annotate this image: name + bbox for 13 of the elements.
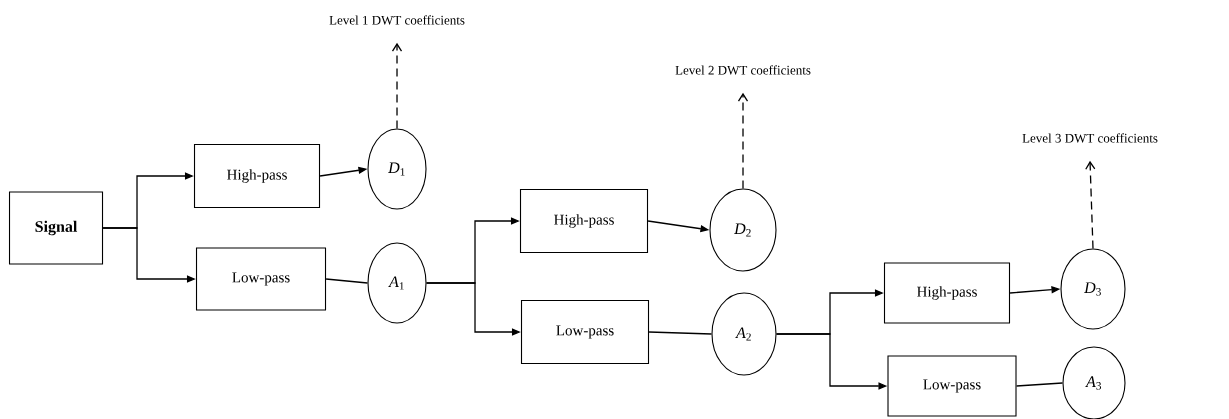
filter-box: High-pass <box>193 143 321 209</box>
filter-box: Low-pass <box>520 299 650 365</box>
filter-box: High-pass <box>883 262 1011 324</box>
filter-box: Signal <box>8 191 104 265</box>
arrow <box>737 92 749 190</box>
filter-box: High-pass <box>519 188 649 254</box>
level-label: Level 2 DWT coefficients <box>675 65 811 75</box>
level-label: Level 3 DWT coefficients <box>1022 133 1158 143</box>
arrow <box>391 42 403 130</box>
filter-box: Low-pass <box>887 355 1017 417</box>
level-label: Level 1 DWT coefficients <box>329 15 465 25</box>
filter-box: Low-pass <box>195 247 327 311</box>
arrow <box>1085 160 1096 250</box>
